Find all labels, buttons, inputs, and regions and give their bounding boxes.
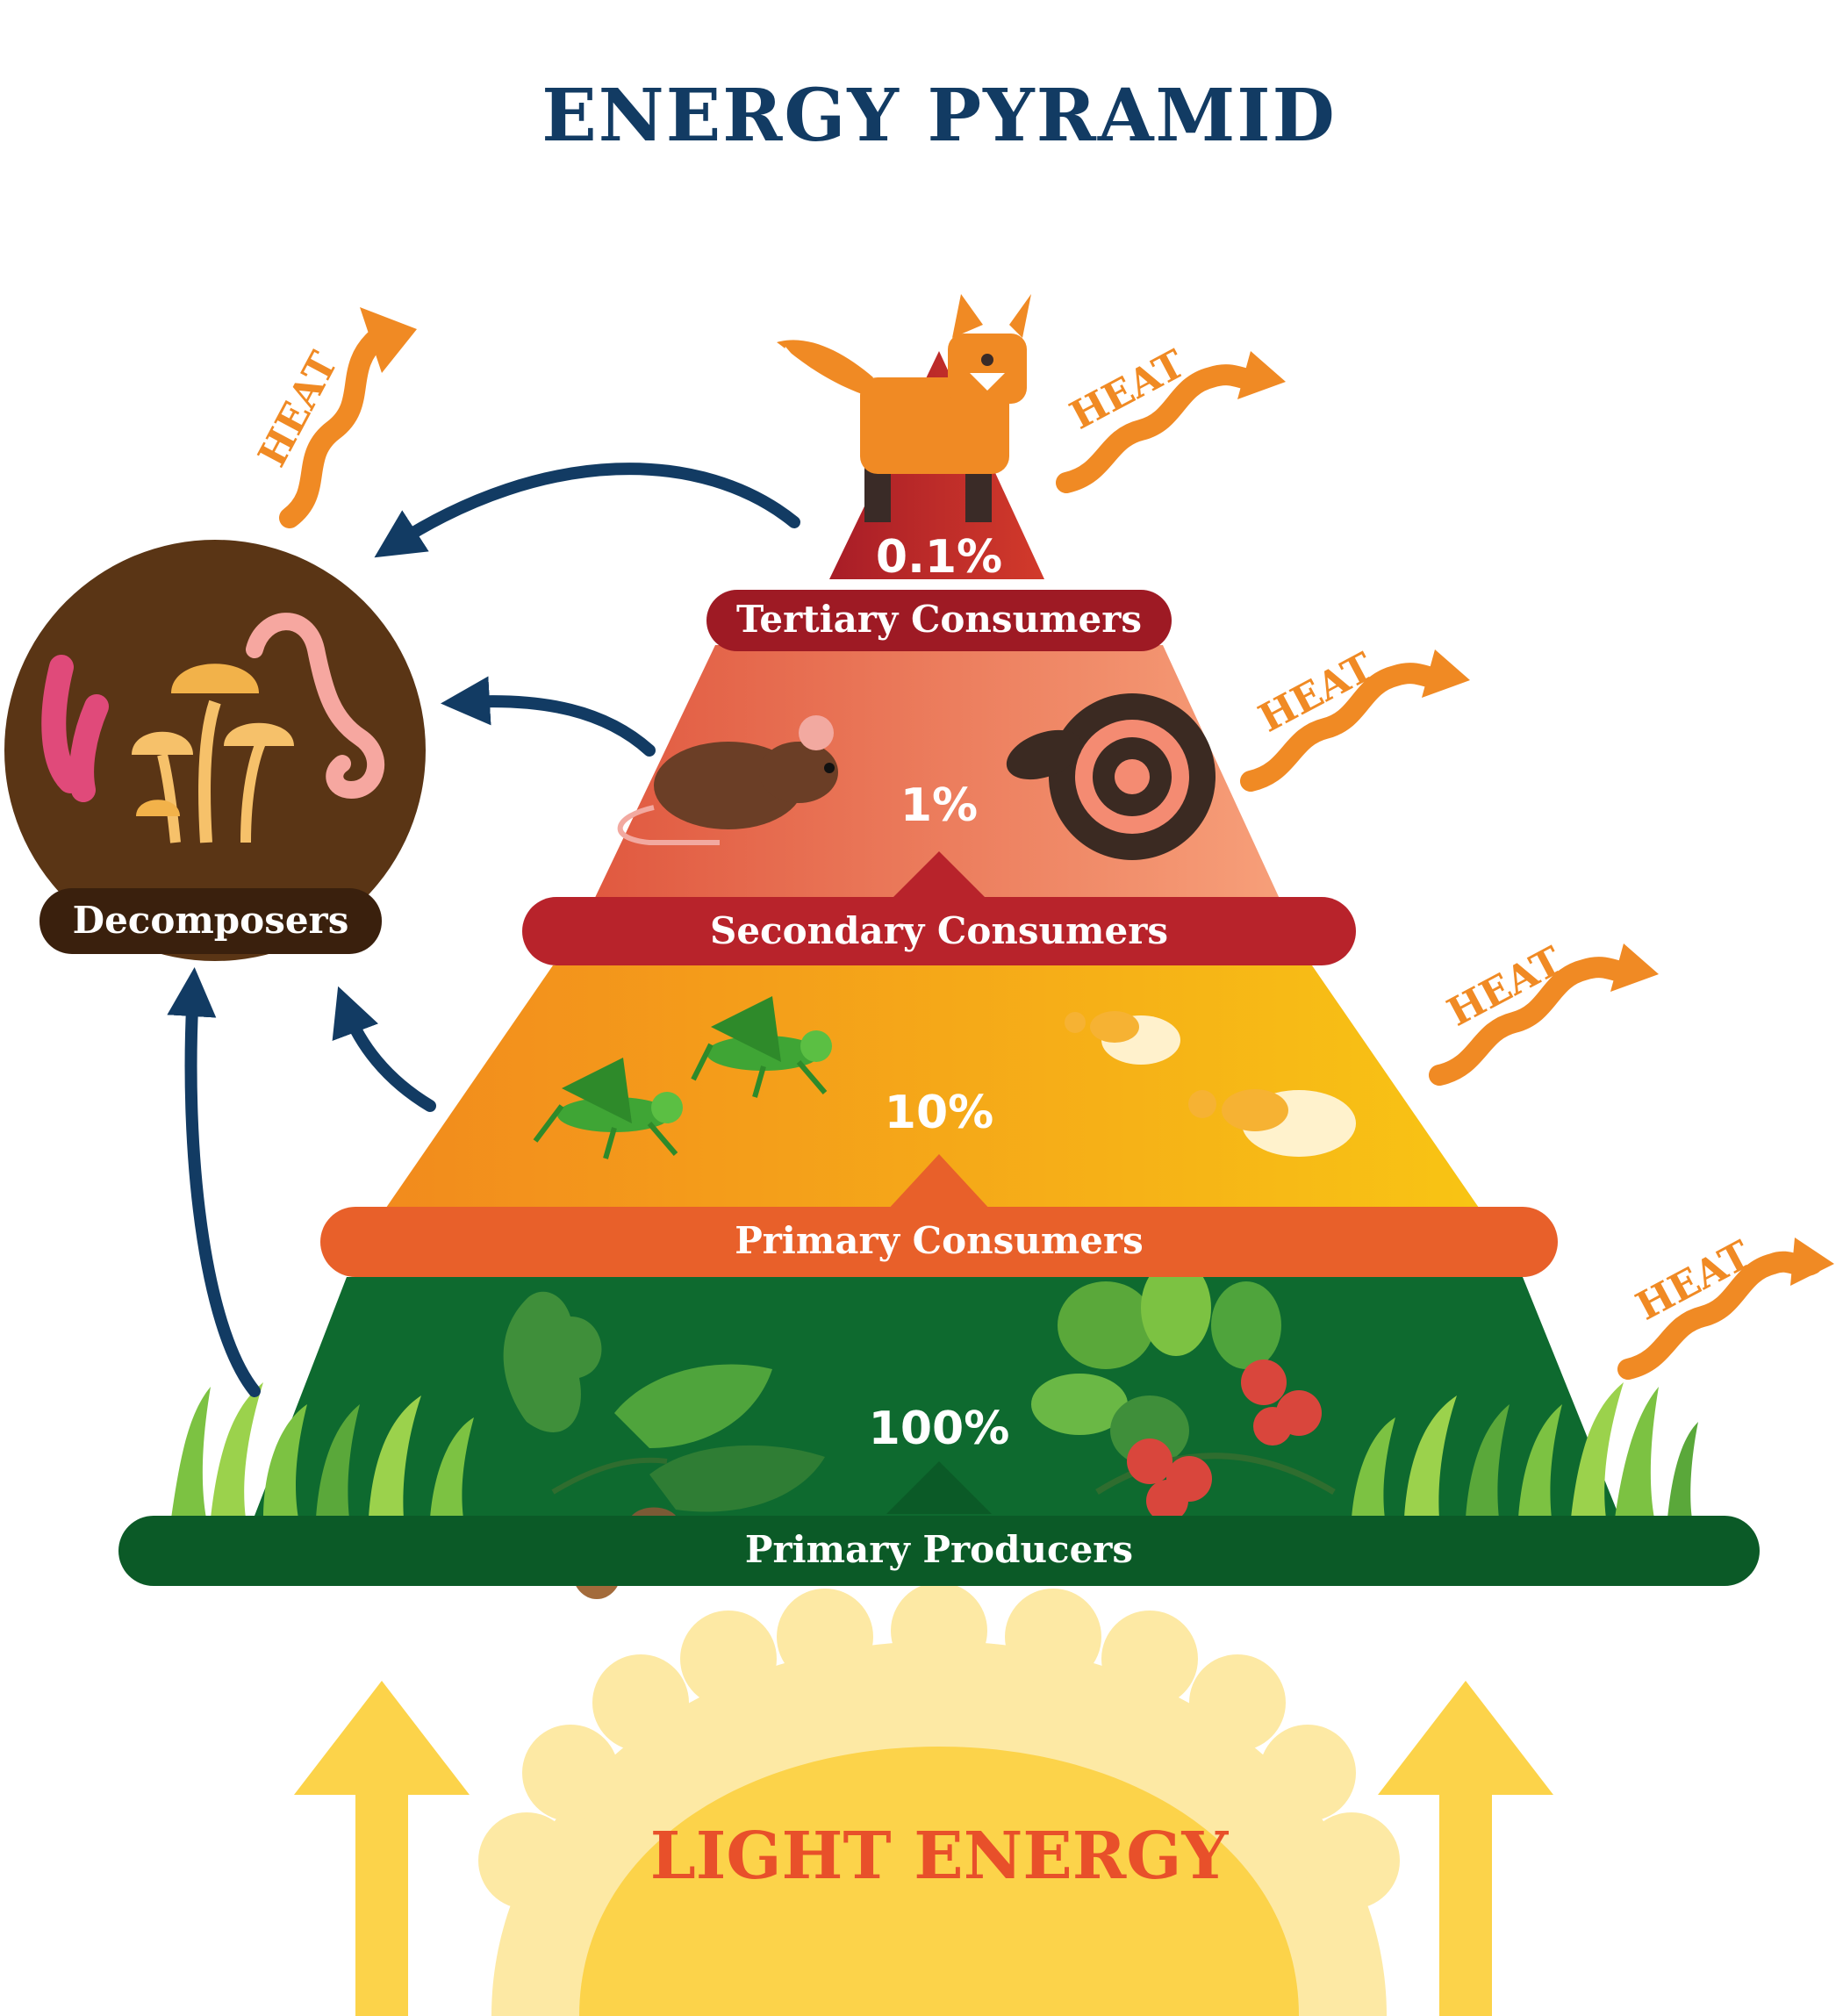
page-title: ENERGY PYRAMID [541, 74, 1336, 158]
primary-consumers-band [369, 965, 1496, 1233]
moth-icon [1065, 1011, 1356, 1157]
producers-to-decomposers-arrow [167, 967, 261, 1397]
heat-arrow-producers: HEAT [1617, 1232, 1834, 1380]
secondary-to-decomposers-arrow [441, 676, 656, 757]
secondary-label-pill [522, 897, 1356, 965]
decomposer-arrows [167, 463, 800, 1397]
primary-percent: 10% [885, 1087, 993, 1139]
primary-notch [886, 1154, 992, 1211]
grass-icon [171, 1382, 1698, 1518]
heat-label: HEAT [250, 345, 348, 474]
light-arrow-left [294, 1681, 470, 2016]
secondary-consumers-label: Secondary Consumers [710, 909, 1168, 952]
light-arrow-right [1378, 1681, 1553, 2016]
heat-arrow-tertiary: HEAT [1056, 341, 1286, 493]
light-energy-label: LIGHT ENERGY [650, 1819, 1230, 1894]
tertiary-to-decomposers-arrow [374, 463, 800, 558]
secondary-notch [886, 851, 992, 904]
producers-label-pill [118, 1516, 1760, 1586]
heat-arrows: HEAT HEAT HEAT HEAT HEAT [250, 307, 1834, 1380]
producers-notch [886, 1461, 992, 1514]
primary-producers-label: Primary Producers [745, 1528, 1133, 1571]
secondary-percent: 1% [900, 779, 978, 832]
mouse-icon [617, 715, 838, 845]
sun-icon [478, 1582, 1400, 2016]
decomposers-label: Decomposers [73, 899, 349, 942]
producers-percent: 100% [869, 1403, 1010, 1455]
heat-arrow-decomposers: HEAT [250, 307, 417, 528]
berry-icon [1031, 1259, 1336, 1522]
tertiary-percent: 0.1% [876, 531, 1002, 584]
primary-label-pill [320, 1207, 1558, 1277]
heat-arrow-primary: HEAT [1429, 938, 1659, 1086]
worm-icon [41, 613, 384, 802]
oak-leaf-icon [503, 1291, 825, 1512]
primary-consumers-label: Primary Consumers [735, 1219, 1144, 1262]
decomposers-label-pill [39, 888, 382, 954]
fox-icon [772, 294, 1031, 522]
grasshopper-icon [533, 996, 832, 1159]
primary-to-decomposers-arrow [332, 986, 436, 1112]
heat-arrow-secondary: HEAT [1240, 644, 1470, 792]
tertiary-consumers-label: Tertiary Consumers [736, 598, 1142, 641]
snake-icon [1006, 693, 1216, 860]
mushroom-icon [132, 664, 294, 843]
tertiary-label-pill [706, 590, 1172, 651]
